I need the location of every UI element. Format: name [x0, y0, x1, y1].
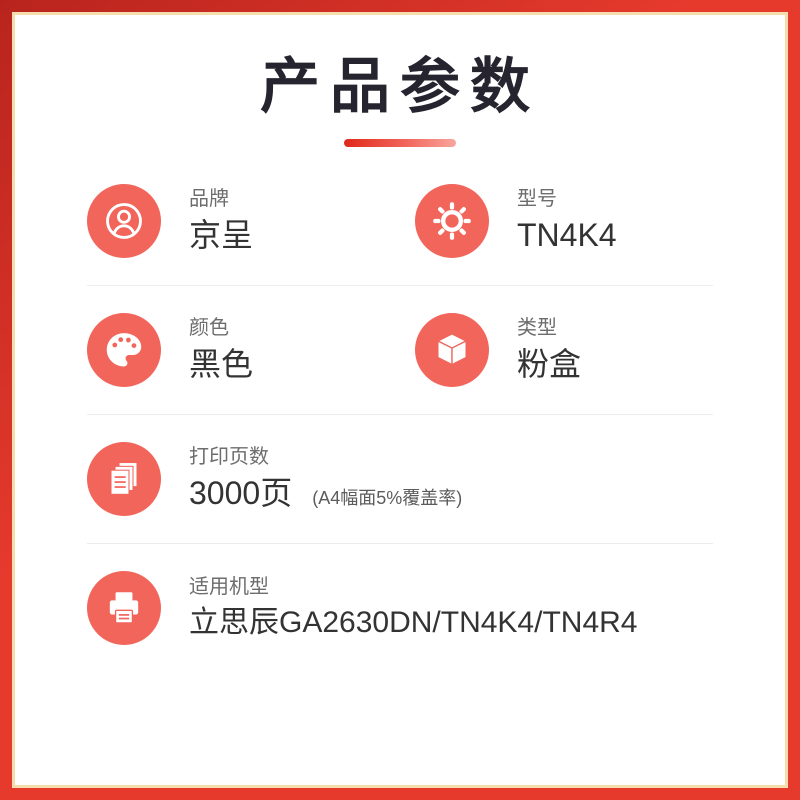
spec-value-line: 3000页 (A4幅面5%覆盖率) [189, 474, 463, 511]
spec-value-compatible: 立思辰GA2630DN/TN4K4/TN4R4 [189, 606, 638, 639]
spec-item-color: 颜色 黑色 [87, 313, 385, 387]
spec-text: 品牌 京呈 [189, 189, 253, 253]
spec-row-3: 打印页数 3000页 (A4幅面5%覆盖率) [87, 415, 713, 544]
spec-value-model: TN4K4 [517, 216, 617, 253]
spec-text: 颜色 黑色 [189, 318, 253, 382]
content-panel: 产品参数 品牌 京呈 [12, 12, 788, 788]
spec-text: 型号 TN4K4 [517, 189, 617, 253]
box-icon [415, 313, 489, 387]
spec-row-4: 适用机型 立思辰GA2630DN/TN4K4/TN4R4 [87, 544, 713, 672]
page-title: 产品参数 [260, 53, 540, 120]
spec-value-pages: 3000页 [189, 474, 293, 511]
gear-icon [415, 184, 489, 258]
spec-item-compatible: 适用机型 立思辰GA2630DN/TN4K4/TN4R4 [87, 571, 713, 645]
spec-list: 品牌 京呈 [15, 153, 785, 672]
spec-label-type: 类型 [517, 316, 557, 339]
spec-note-coverage: (A4幅面5%覆盖率) [312, 487, 463, 508]
printer-icon [87, 571, 161, 645]
spec-text: 类型 粉盒 [517, 318, 581, 382]
spec-value-brand: 京呈 [189, 216, 254, 253]
title-section: 产品参数 [15, 15, 785, 147]
user-icon [87, 184, 161, 258]
spec-item-model: 型号 TN4K4 [385, 184, 713, 258]
spec-label-model: 型号 [517, 187, 557, 210]
spec-label-brand: 品牌 [189, 187, 229, 210]
spec-value-color: 黑色 [189, 345, 254, 382]
spec-item-pages: 打印页数 3000页 (A4幅面5%覆盖率) [87, 442, 713, 516]
spec-row-2: 颜色 黑色 类型 粉盒 [87, 286, 713, 415]
palette-icon [87, 313, 161, 387]
title-underline [344, 139, 456, 147]
spec-text: 打印页数 3000页 (A4幅面5%覆盖率) [189, 447, 462, 511]
spec-text: 适用机型 立思辰GA2630DN/TN4K4/TN4R4 [189, 577, 637, 639]
pages-icon [87, 442, 161, 516]
spec-row-1: 品牌 京呈 [87, 157, 713, 286]
spec-label-pages: 打印页数 [189, 445, 269, 468]
spec-item-type: 类型 粉盒 [385, 313, 713, 387]
spec-label-compatible: 适用机型 [189, 576, 269, 598]
spec-value-type: 粉盒 [517, 345, 582, 382]
spec-item-brand: 品牌 京呈 [87, 184, 385, 258]
spec-label-color: 颜色 [189, 316, 229, 339]
